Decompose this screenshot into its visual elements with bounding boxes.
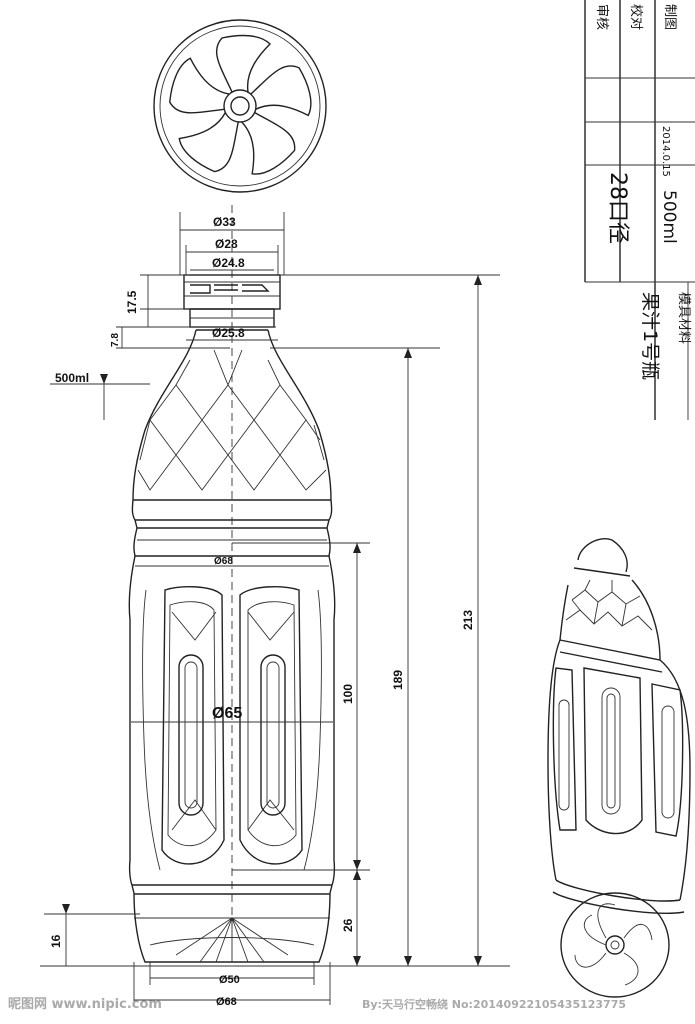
dim-d248: Ø24.8: [212, 256, 245, 270]
dim-h78: 7.8: [110, 333, 121, 347]
dim-d65: Ø65: [212, 705, 242, 722]
title-capacity: 500ml: [659, 190, 679, 244]
diamond-pattern: [137, 349, 327, 491]
perspective-view: [547, 538, 691, 998]
front-view: [128, 205, 336, 963]
dim-vol-marker: 500ml: [55, 371, 89, 385]
title-name: 果汁1号瓶: [639, 292, 661, 380]
title-cell-review: 审核: [594, 4, 609, 30]
title-neck: 28口径: [605, 172, 630, 244]
dim-h175: 17.5: [125, 290, 139, 314]
dim-h189: 189: [391, 670, 405, 690]
dim-h213: 213: [461, 610, 475, 630]
watermark-site: 昵图网 www.nipic.com: [8, 997, 162, 1012]
dim-d68-bottom: Ø68: [216, 996, 237, 1008]
dim-h16: 16: [49, 934, 63, 948]
title-cell-check: 校对: [628, 4, 644, 30]
title-date: 2014.0.15: [660, 126, 671, 177]
dim-d33: Ø33: [213, 215, 236, 229]
dim-d68-top: Ø68: [214, 556, 233, 567]
title-material: 模具材料: [676, 292, 691, 344]
title-block: 制图 校对 审核 2014.0.15 28口径 500ml 果汁1号瓶 模具材料: [584, 0, 695, 420]
dim-h26: 26: [341, 918, 355, 932]
dim-d50: Ø50: [219, 974, 240, 986]
dim-d258: Ø25.8: [212, 326, 245, 340]
top-view: [153, 19, 327, 193]
dim-h100: 100: [341, 684, 355, 704]
dim-d28: Ø28: [215, 237, 238, 251]
dimension-lines: [40, 212, 510, 1005]
watermark-credit: By:天马行空畅绕 No:20140922105435123775: [362, 997, 626, 1011]
title-cell-drawn: 制图: [662, 4, 677, 30]
